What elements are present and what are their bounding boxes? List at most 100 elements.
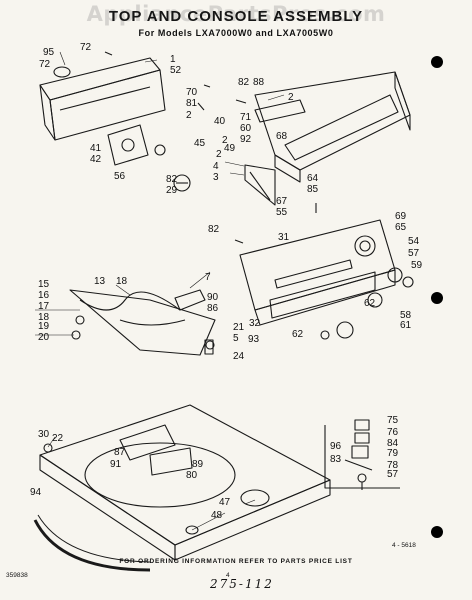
callout-15: 15 [38, 279, 50, 290]
page-mark: 4 [226, 572, 230, 579]
callout-54: 54 [408, 236, 420, 247]
callout-57b: 57 [387, 469, 399, 480]
callout-17: 17 [38, 301, 50, 312]
callout-92: 92 [240, 134, 252, 145]
binder-hole [431, 526, 443, 538]
callout-16: 16 [38, 290, 50, 301]
callout-20: 20 [38, 332, 50, 343]
callout-87: 87 [114, 447, 126, 458]
control-panel-back [39, 57, 166, 141]
washer-top [33, 404, 331, 572]
callout-79: 79 [387, 448, 399, 459]
callout-72a: 72 [39, 59, 51, 70]
callout-29: 29 [166, 185, 178, 196]
control-knobs [320, 267, 414, 340]
callout-42: 42 [90, 154, 102, 165]
callout-30: 30 [38, 429, 50, 440]
watermark: AppliancePartsPros.com [86, 2, 386, 26]
callout-70: 70 [186, 87, 198, 98]
callout-90: 90 [207, 292, 219, 303]
callout-76: 76 [387, 427, 399, 438]
callout-82c: 82 [208, 224, 220, 235]
ordering-note: FOR ORDERING INFORMATION REFER TO PARTS … [119, 558, 353, 565]
callout-95: 95 [43, 47, 55, 58]
callout-69: 69 [395, 211, 407, 222]
callout-40: 40 [214, 116, 226, 127]
page-subtitle: For Models LXA7000W0 and LXA7005W0 [138, 28, 334, 38]
callout-85: 85 [307, 184, 319, 195]
console-top-frame [254, 71, 411, 183]
callout-2d: 2 [216, 149, 222, 160]
callout-96: 96 [330, 441, 342, 452]
callout-62a: 62 [364, 298, 376, 309]
lid-switch-detail [324, 419, 400, 490]
callout-2b: 2 [186, 110, 192, 121]
callout-48: 48 [211, 510, 223, 521]
callout-22: 22 [52, 433, 64, 444]
callout-94: 94 [30, 487, 42, 498]
callout-84: 84 [387, 438, 399, 449]
switch-29 [173, 174, 191, 192]
callout-83: 83 [330, 454, 342, 465]
page-title: TOP AND CONSOLE ASSEMBLY [108, 8, 364, 25]
side-bracket [244, 164, 276, 206]
callout-21: 21 [233, 322, 245, 333]
callout-56: 56 [114, 171, 126, 182]
callout-49: 49 [224, 143, 236, 154]
callout-68: 68 [276, 131, 288, 142]
callout-78: 78 [387, 460, 399, 471]
callout-82a: 82 [238, 77, 250, 88]
callout-65: 65 [395, 222, 407, 233]
callout-91: 91 [110, 459, 122, 470]
callout-32: 32 [249, 318, 261, 329]
callout-88: 88 [253, 77, 265, 88]
callout-59: 59 [411, 260, 423, 271]
timer-assembly [107, 124, 166, 166]
callout-57a: 57 [408, 248, 420, 259]
callout-80: 80 [186, 470, 198, 481]
callout-24: 24 [233, 351, 245, 362]
callout-61: 61 [400, 320, 412, 331]
callout-93: 93 [248, 334, 260, 345]
callout-82b: 82 [166, 174, 178, 185]
callout-89: 89 [192, 459, 204, 470]
handwritten-note: 275-112 [210, 577, 274, 591]
callout-7: 7 [205, 272, 211, 283]
leader-lines [35, 51, 285, 531]
callout-19: 19 [38, 321, 50, 332]
callout-5: 5 [233, 333, 239, 344]
callout-4: 4 [213, 161, 219, 172]
callout-2c: 2 [222, 135, 228, 146]
callout-62b: 62 [292, 329, 304, 340]
callout-67: 67 [276, 196, 288, 207]
callout-18b: 18 [38, 312, 50, 323]
callout-13: 13 [94, 276, 106, 287]
wire-harness [69, 289, 216, 356]
callout-2a: 2 [288, 92, 294, 103]
callout-60: 60 [240, 123, 252, 134]
screws [104, 51, 317, 352]
catalog-code: 359838 [6, 572, 28, 579]
callout-52: 52 [170, 65, 182, 76]
callout-71: 71 [240, 112, 252, 123]
binder-hole [431, 292, 443, 304]
callout-86: 86 [207, 303, 219, 314]
callout-64: 64 [307, 173, 319, 184]
callout-45: 45 [194, 138, 206, 149]
callout-47: 47 [219, 497, 231, 508]
figure-code: 4 - 5618 [392, 542, 416, 549]
callout-72b: 72 [80, 42, 92, 53]
lamp-bracket [53, 66, 71, 78]
callout-1: 1 [170, 54, 176, 65]
callout-58: 58 [400, 310, 412, 321]
callout-55: 55 [276, 207, 288, 218]
callout-75: 75 [387, 415, 399, 426]
callout-labels: 95 72 1 52 72 82 88 70 2 2 81 71 40 60 9… [30, 42, 423, 521]
callout-81: 81 [186, 98, 198, 109]
callout-18a: 18 [116, 276, 128, 287]
console-panel [239, 219, 396, 326]
callout-3: 3 [213, 172, 219, 183]
binder-hole [431, 56, 443, 68]
callout-41: 41 [90, 143, 102, 154]
